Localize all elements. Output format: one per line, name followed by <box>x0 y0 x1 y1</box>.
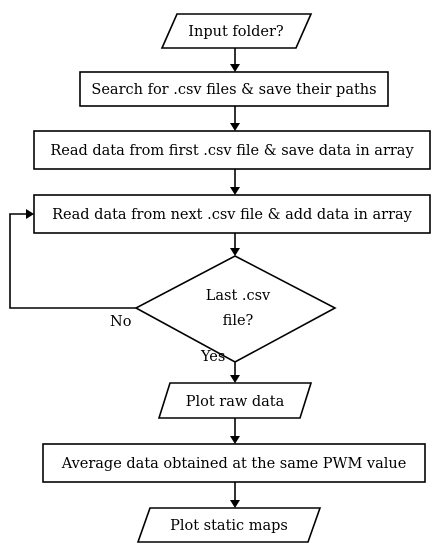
edge-no-loop: No <box>9 209 136 330</box>
read-first-label: Read data from first .csv file & save da… <box>50 143 414 159</box>
search-csv-shape <box>79 71 389 107</box>
search-csv-label: Search for .csv files & save their paths <box>91 82 376 98</box>
read-first-shape <box>33 130 431 170</box>
average-data-label: Average data obtained at the same PWM va… <box>61 456 407 472</box>
plot-static-node: Plot static maps <box>136 507 322 543</box>
last-csv-label-line1: Last .csv <box>206 288 271 304</box>
input-folder-shape <box>160 13 313 49</box>
search-csv-node: Search for .csv files & save their paths <box>79 71 389 107</box>
plot-raw-label: Plot raw data <box>186 394 285 410</box>
read-next-node: Read data from next .csv file & add data… <box>33 194 431 234</box>
edge-average-to-plot-static <box>230 482 240 508</box>
edge-search-to-read-first <box>230 106 240 131</box>
plot-static-label: Plot static maps <box>170 518 288 534</box>
average-data-shape <box>42 443 426 483</box>
input-folder-node: Input folder? <box>160 13 313 49</box>
average-data-node: Average data obtained at the same PWM va… <box>42 443 426 483</box>
edge-yes-label: Yes <box>200 349 225 365</box>
read-first-node: Read data from first .csv file & save da… <box>33 130 431 170</box>
edge-read-next-to-decision <box>230 233 240 256</box>
plot-static-shape <box>136 507 322 543</box>
edge-yes-to-plot-raw: Yes <box>200 349 240 383</box>
last-csv-decision-node: Last .csv file? <box>134 255 337 363</box>
edge-no-label: No <box>110 314 131 330</box>
last-csv-decision-shape <box>134 255 337 363</box>
last-csv-label-line2: file? <box>223 313 254 329</box>
read-next-label: Read data from next .csv file & add data… <box>52 207 413 223</box>
edge-input-to-search <box>230 48 240 72</box>
plot-raw-shape <box>157 382 313 419</box>
edge-plot-raw-to-average <box>230 418 240 444</box>
plot-raw-node: Plot raw data <box>157 382 313 419</box>
input-folder-label: Input folder? <box>188 24 284 40</box>
edge-read-first-to-read-next <box>230 169 240 195</box>
